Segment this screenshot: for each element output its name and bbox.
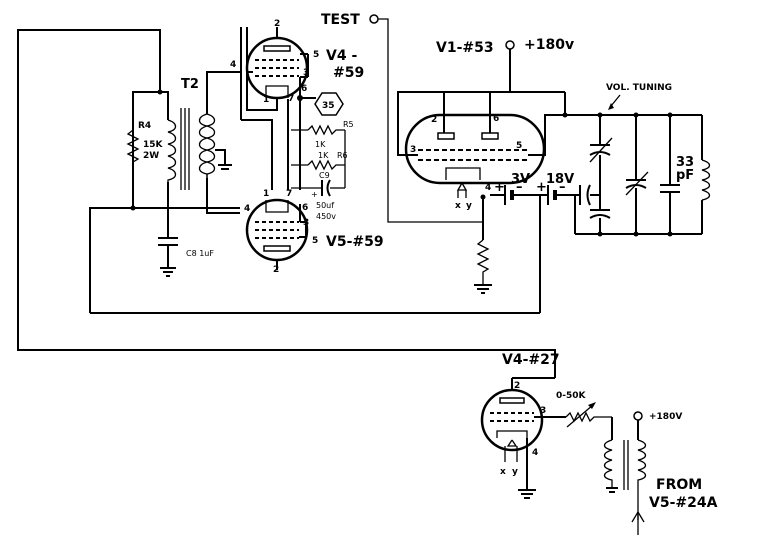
b180-top-terminal: [505, 40, 515, 92]
c8-label: C8 1uF: [186, 249, 214, 258]
r4-label: R4: [138, 121, 151, 131]
v27-pin-2: 2: [514, 381, 520, 391]
lamp-label: 35: [322, 101, 335, 111]
capacitor-c8: [158, 237, 178, 277]
v5-pin-4: 4: [244, 204, 250, 214]
c9-plus: +: [311, 190, 318, 199]
v1-pin-3: 3: [410, 145, 416, 155]
pilot-lamp-35: [314, 92, 344, 116]
v4-pin-3: 3: [303, 68, 309, 78]
v4-wires: [240, 27, 322, 190]
r4-value: 15K: [143, 140, 164, 150]
tube-v1-53: [404, 113, 546, 198]
v27-heater-x: x: [500, 467, 506, 477]
tube-v4-27: [480, 377, 555, 499]
battery-18v-minus: –: [559, 180, 566, 195]
v1-heater-y: y: [466, 201, 472, 211]
v5-label: V5-#59: [326, 234, 384, 250]
vol-tuning-label: VOL. TUNING: [606, 83, 672, 93]
battery-3v-plus: +: [494, 180, 505, 195]
tuning-network: [574, 94, 711, 237]
v4-pin-6: 6: [301, 84, 307, 94]
v5-pin-1: 1: [263, 189, 269, 199]
resistor-r5: [307, 124, 345, 136]
v27-pin-3: 3: [540, 406, 546, 416]
v4-pin-2: 2: [274, 19, 280, 29]
v4-type: #59: [333, 65, 364, 81]
v1-pin-4: 4: [485, 183, 491, 193]
v1-label: V1-#53: [436, 40, 494, 56]
cap-33-label: 33: [676, 155, 694, 170]
r6-value: 1K: [318, 151, 329, 160]
v5-pin-7: 7: [286, 189, 292, 199]
battery-18v: [385, 185, 575, 314]
c9-value: 50uf: [316, 201, 334, 210]
v5-pin-3: 3: [303, 218, 309, 228]
c9-voltage: 450v: [316, 212, 336, 221]
b180-bottom-label: +180V: [649, 412, 682, 422]
test-terminal[interactable]: [369, 14, 379, 24]
v27-heater-y: y: [512, 467, 518, 477]
capacitor-c9: [321, 130, 346, 197]
v4-27-label: V4-#27: [502, 352, 560, 368]
tube-v4-59: [245, 27, 309, 100]
input-transformer: [603, 411, 647, 535]
v1-pin-2: 2: [431, 115, 437, 125]
v1-wires: [397, 91, 702, 294]
cap-33-unit: pF: [676, 168, 694, 183]
v4-pin-7: 7: [288, 94, 294, 104]
pot-label: 0-50K: [556, 391, 587, 401]
v4-label: V4 -: [326, 48, 357, 64]
v5-pin-5: 5: [312, 236, 318, 246]
r5-value: 1K: [315, 140, 326, 149]
v4-pin-5: 5: [313, 50, 319, 60]
potentiometer-0-50k: [534, 402, 613, 440]
v1-heater-x: x: [455, 201, 461, 211]
t2-label: T2: [181, 77, 199, 92]
v5-pin-2: 2: [273, 265, 279, 275]
v4-pin-4: 4: [230, 60, 236, 70]
resistor-r4: [126, 129, 140, 163]
v4-pin-1: 1: [263, 95, 269, 105]
battery-3v-label: 3V: [511, 172, 530, 187]
transformer-t2: [180, 71, 240, 214]
v27-pin-4: 4: [532, 448, 538, 458]
resistor-r6: [307, 159, 345, 171]
b180-top-label: +180v: [524, 37, 574, 53]
battery-18v-label: 18V: [546, 172, 574, 187]
choke-coil: [167, 119, 177, 192]
battery-3v-minus: –: [516, 180, 523, 195]
battery-3v: [504, 185, 540, 205]
tube-v5-59: [245, 198, 309, 270]
r4-power: 2W: [143, 151, 159, 161]
r5-label: R5: [343, 120, 354, 129]
c9-label: C9: [319, 171, 330, 180]
r6-label: R6: [337, 151, 348, 160]
from-source-label: V5-#24A: [649, 495, 718, 511]
from-label: FROM: [656, 477, 702, 493]
v5-pin-6: 6: [302, 203, 308, 213]
test-label: TEST: [321, 12, 360, 28]
v1-pin-5: 5: [516, 141, 522, 151]
battery-18v-plus: +: [536, 180, 547, 195]
v1-pin-6: 6: [493, 114, 499, 124]
